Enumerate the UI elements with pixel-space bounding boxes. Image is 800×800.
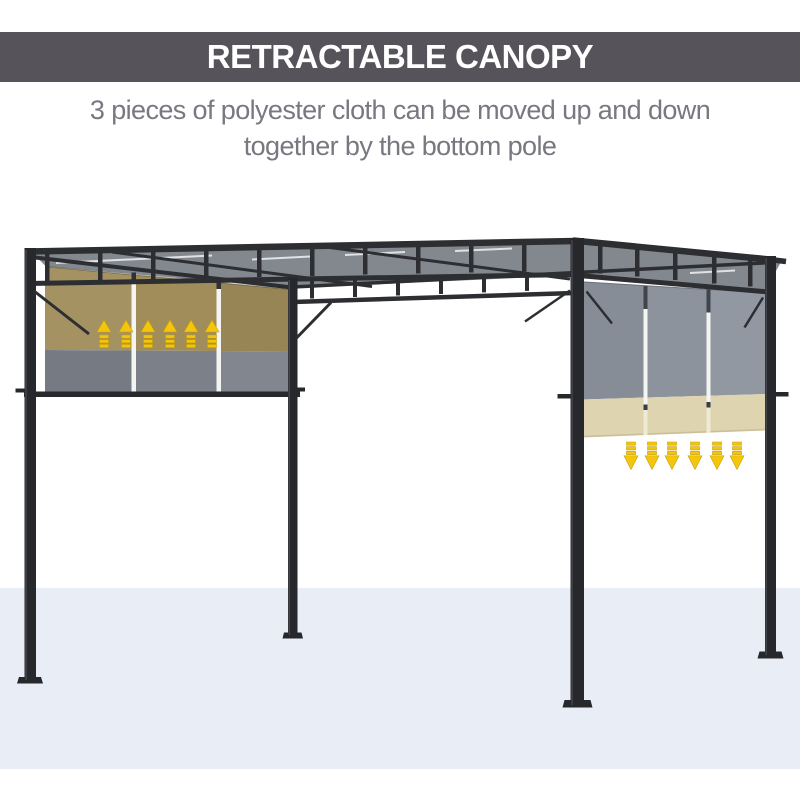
subtitle-line2: together by the bottom pole	[243, 131, 557, 161]
left-canopy-lower-fabric	[45, 350, 293, 393]
left-canopy-panel	[15, 265, 305, 397]
post-back	[288, 278, 298, 638]
down-arrow-icon	[623, 441, 639, 470]
post-left	[24, 248, 36, 683]
pole-bracket	[775, 392, 789, 397]
right-canopy-bottom-fabric	[583, 394, 766, 438]
post-right	[765, 256, 776, 658]
post-front	[570, 238, 584, 707]
floor	[0, 588, 800, 769]
far-left-top-rail	[30, 255, 293, 290]
post-highlights	[25, 240, 767, 705]
right-canopy-panel	[582, 281, 768, 438]
down-arrow-icon	[687, 441, 703, 470]
bottom-pole	[15, 387, 305, 397]
canopy-dividers	[131, 272, 221, 392]
canopy-dividers	[643, 286, 711, 435]
beam-spacers	[310, 277, 529, 299]
pole-bracket	[557, 394, 572, 399]
down-arrow-icon	[709, 441, 725, 470]
subtitle-line1: 3 pieces of polyester cloth can be moved…	[89, 95, 711, 125]
frame-braces	[33, 289, 765, 340]
railing-balusters	[598, 245, 753, 287]
down-arrow-icon	[729, 441, 745, 470]
header-band: RETRACTABLE CANOPY	[0, 32, 800, 82]
frame-posts	[17, 238, 789, 708]
right-canopy-fabric	[583, 281, 767, 400]
down-arrow-icon	[664, 441, 680, 470]
front-left-railing	[27, 237, 577, 286]
front-lower-beam	[292, 277, 575, 305]
down-arrow-icon	[644, 441, 660, 470]
railing-balusters	[45, 244, 527, 281]
page-title: RETRACTABLE CANOPY	[206, 38, 594, 75]
subtitle: 3 pieces of polyester cloth can be moved…	[0, 92, 800, 164]
down-arrows	[623, 441, 745, 470]
